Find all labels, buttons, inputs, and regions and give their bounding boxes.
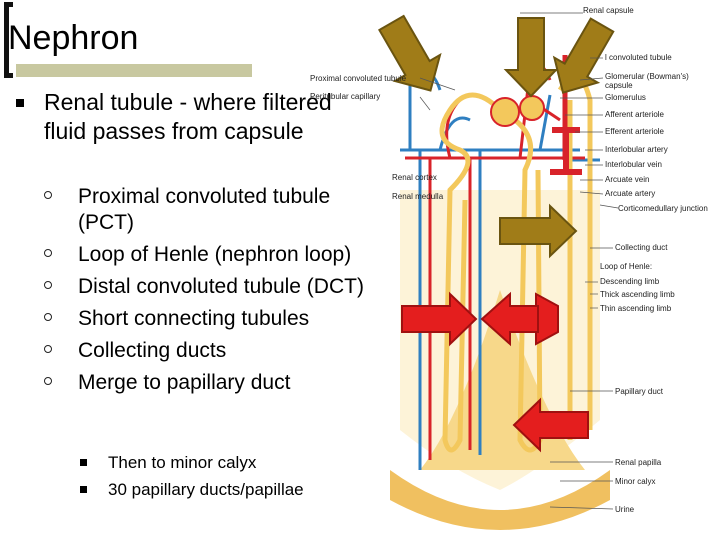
label-urine: Urine	[615, 505, 635, 514]
gold-arrow-icon	[378, 14, 615, 259]
label-arcuate-artery: Arcuate artery	[605, 189, 655, 198]
ring-bullet-icon	[44, 191, 52, 199]
label-minor-calyx: Minor calyx	[615, 477, 655, 486]
label-interlobular-artery: Interlobular artery	[605, 145, 668, 154]
leader-lines	[419, 12, 619, 510]
sub-sub-bullet: 30 papillary ducts/papillae	[80, 479, 370, 500]
label-glomerulus: Glomerulus	[605, 93, 646, 102]
sub-bullet-text: Short connecting tubules	[78, 307, 310, 330]
ring-bullet-icon	[44, 281, 52, 289]
label-renal-medulla: Renal medulla	[392, 192, 444, 201]
sub-bullet: Collecting ducts	[44, 338, 364, 364]
label-efferent-arteriole: Efferent arteriole	[605, 127, 665, 136]
red-arrow-icon	[401, 291, 589, 453]
label-descending-limb: Descending limb	[600, 277, 660, 286]
ring-bullet-icon	[44, 377, 52, 385]
sub-bullet-text: Proximal convoluted tubule (PCT)	[78, 185, 331, 234]
main-bullet-marker	[16, 99, 24, 107]
label-proximal-convoluted-tubule: Proximal convoluted tubule	[310, 74, 407, 83]
ring-bullet-icon	[44, 313, 52, 321]
sub-bullet-text: Merge to papillary duct	[78, 371, 291, 394]
sub-sub-bullet: Then to minor calyx	[80, 452, 370, 473]
ring-bullet-icon	[44, 249, 52, 257]
sub-bullet: Loop of Henle (nephron loop)	[44, 242, 364, 268]
sub-sub-bullet-list: Then to minor calyx 30 papillary ducts/p…	[80, 452, 370, 506]
sub-bullet-list: Proximal convoluted tubule (PCT) Loop of…	[44, 184, 364, 402]
label-interlobular-vein: Interlobular vein	[605, 160, 662, 169]
label-peritubular-capillary: Peritubular capillary	[310, 92, 380, 101]
label-corticomedullary-junction: Corticomedullary junction	[618, 204, 708, 213]
label-papillary-duct: Papillary duct	[615, 387, 664, 396]
title-bracket	[4, 2, 13, 78]
label-glomerular-capsule-2: capsule	[605, 81, 633, 90]
glomerulus-shape	[519, 95, 545, 121]
sub-bullet-text: Collecting ducts	[78, 339, 227, 362]
sub-sub-bullet-text: 30 papillary ducts/papillae	[108, 480, 304, 499]
label-collecting-duct: Collecting duct	[615, 243, 668, 252]
label-thin-ascending-limb: Thin ascending limb	[600, 304, 672, 313]
sub-bullet-text: Distal convoluted tubule (DCT)	[78, 275, 364, 298]
glomerulus-shape	[490, 97, 520, 127]
square-bullet-icon	[80, 459, 87, 466]
square-bullet-icon	[80, 486, 87, 493]
sub-bullet: Merge to papillary duct	[44, 370, 364, 396]
label-renal-papilla: Renal papilla	[615, 458, 662, 467]
title-underline	[16, 64, 252, 77]
sub-bullet: Distal convoluted tubule (DCT)	[44, 274, 364, 300]
efferent-arteriole-marker	[550, 127, 582, 175]
label-distal-convoluted-tubule: l convoluted tubule	[605, 53, 672, 62]
minor-calyx-shape	[390, 470, 610, 530]
slide-title: Nephron	[8, 19, 139, 57]
label-glomerular-capsule: Glomerular (Bowman's)	[605, 72, 689, 81]
sub-bullet-text: Loop of Henle (nephron loop)	[78, 243, 352, 266]
sub-bullet: Short connecting tubules	[44, 306, 364, 332]
sub-bullet: Proximal convoluted tubule (PCT)	[44, 184, 364, 236]
label-afferent-arteriole: Afferent arteriole	[605, 110, 665, 119]
label-arcuate-vein: Arcuate vein	[605, 175, 649, 184]
label-thick-ascending-limb: Thick ascending limb	[600, 290, 675, 299]
label-renal-capsule: Renal capsule	[583, 6, 634, 15]
ring-bullet-icon	[44, 345, 52, 353]
sub-sub-bullet-text: Then to minor calyx	[108, 453, 257, 472]
nephron-diagram: Renal capsule Proximal convoluted tubule…	[310, 6, 708, 530]
main-bullet-text: Renal tubule - where filtered fluid pass…	[44, 89, 332, 144]
label-renal-cortex: Renal cortex	[392, 173, 437, 182]
label-loop-of-henle: Loop of Henle:	[600, 262, 652, 271]
